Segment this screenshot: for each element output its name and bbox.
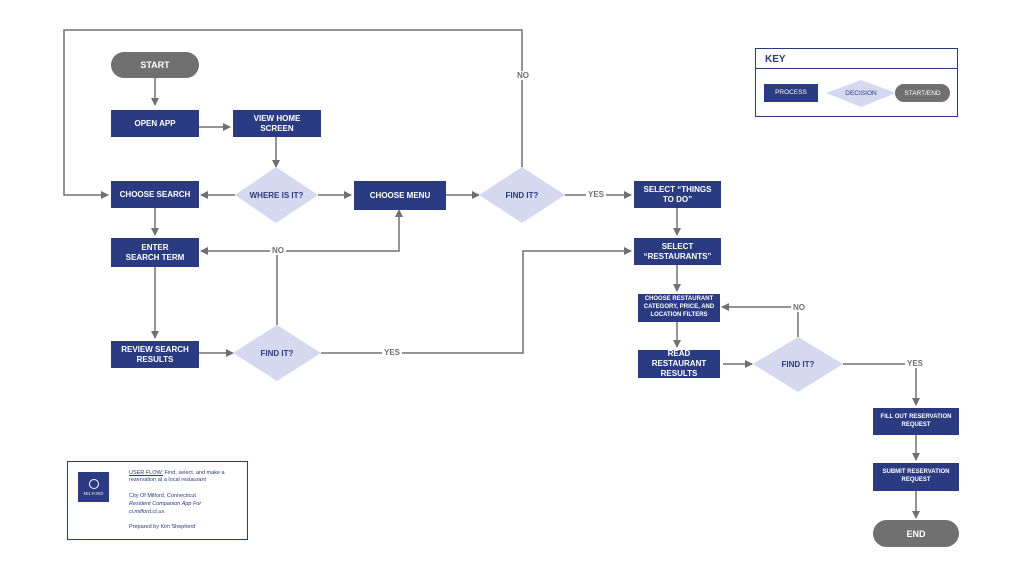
key-decision-shape: [826, 80, 896, 107]
find-it-search-label: FIND IT?: [260, 348, 294, 358]
edge-no-to-menu: [277, 209, 403, 252]
edge-results-yes-fill: [843, 363, 920, 406]
select-things-to-do-process: SELECT “THINGS TO DO”: [634, 181, 721, 208]
open-app-process: OPEN APP: [111, 110, 199, 137]
edge-label-results-no: NO: [791, 303, 807, 312]
edge-label-search-yes: YES: [382, 348, 403, 357]
user-flow-description: USER FLOW: Find, select, and make a rese…: [129, 470, 244, 484]
enter-search-term-process: ENTER SEARCH TERM: [111, 238, 199, 267]
edge-label-menu-no: NO: [516, 71, 530, 80]
submit-reservation-process: SUBMIT RESERVATION REQUEST: [873, 463, 959, 491]
logo-text: MILFORD: [83, 490, 104, 496]
decision-find-it-search: [233, 325, 321, 381]
user-flow-text: Find, select, and make a reservation at …: [129, 470, 225, 484]
where-is-it-label: WHERE IS IT?: [249, 190, 304, 200]
decision-find-it-menu: [479, 167, 565, 223]
choose-search-process: CHOOSE SEARCH: [111, 181, 199, 208]
choose-filters-process: CHOOSE RESTAURANT CATEGORY, PRICE, AND L…: [638, 294, 720, 322]
info-panel: MILFORD USER FLOW: Find, select, and mak…: [67, 461, 248, 540]
logo-seal-icon: [88, 478, 99, 489]
read-restaurant-results-process: READ RESTAURANT RESULTS: [638, 349, 720, 378]
decision-find-it-results: [753, 337, 843, 392]
user-flow-label: USER FLOW:: [129, 470, 164, 476]
city-name: City Of Milford, Connecticut: [129, 493, 196, 499]
choose-menu-process: CHOOSE MENU: [354, 181, 446, 210]
site-url: ci.milford.ct.us: [129, 509, 165, 515]
edge-search-yes-restaurants: [321, 247, 632, 354]
edge-label-menu-yes: YES: [586, 190, 607, 199]
edge-label-results-yes: YES: [905, 359, 926, 368]
app-name: Resident Companion App For: [129, 501, 202, 507]
milford-logo-icon: MILFORD: [78, 472, 109, 502]
fill-out-reservation-process: FILL OUT RESERVATION REQUEST: [873, 408, 959, 435]
review-search-results-process: REVIEW SEARCH RESULTS: [111, 341, 199, 368]
key-start-end-sample: START/END: [895, 84, 950, 102]
start-node: START: [111, 52, 199, 78]
edge-results-no-filters: [721, 303, 799, 337]
end-node: END: [873, 520, 959, 547]
key-process-sample: PROCESS: [764, 84, 818, 102]
find-it-results-label: FIND IT?: [781, 359, 815, 369]
key-decision-label: DECISION: [845, 90, 877, 97]
view-home-screen-process: VIEW HOME SCREEN: [233, 110, 321, 137]
edge-find-no-enter: [200, 247, 278, 325]
decision-where-is-it: [235, 167, 318, 223]
find-it-menu-label: FIND IT?: [505, 190, 539, 200]
prepared-by: Prepared by Kim Shepherd: [129, 524, 196, 530]
key-legend: KEY: [755, 48, 958, 117]
select-restaurants-process: SELECT “RESTAURANTS”: [634, 238, 721, 265]
key-title: KEY: [765, 54, 786, 65]
key-divider: [756, 68, 957, 69]
edge-label-search-no: NO: [270, 246, 286, 255]
